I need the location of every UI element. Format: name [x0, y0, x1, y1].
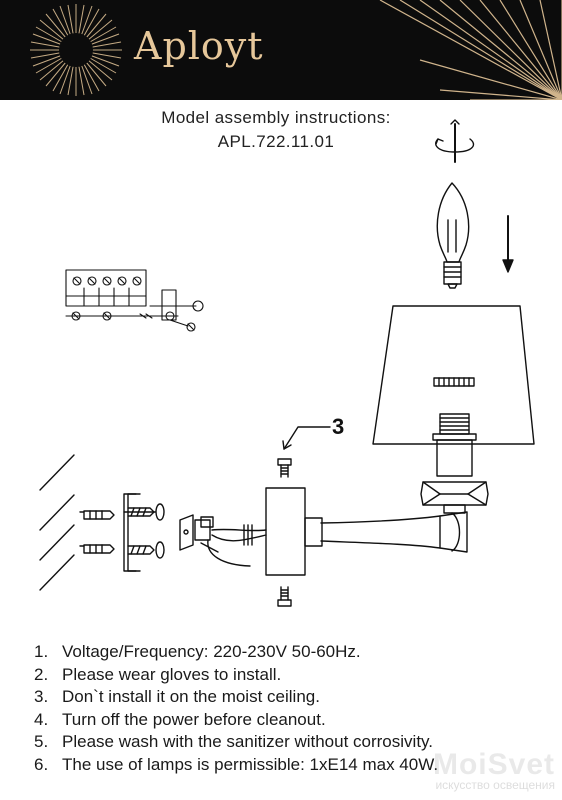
list-item: 5. Please wash with the sanitizer without… [34, 731, 438, 754]
list-item: 2. Please wear gloves to install. [34, 664, 438, 687]
watermark-subtitle: искусство освещения [435, 778, 555, 792]
part-number-label: 3 [332, 414, 344, 439]
item-text: Please wash with the sanitizer without c… [62, 732, 434, 751]
wiring [179, 514, 267, 567]
item-number: 2. [34, 664, 49, 684]
screw-icon [277, 586, 292, 607]
watermark: MoiSvet искусство освещения [355, 748, 555, 792]
screw-icon [277, 458, 292, 478]
model-number: APL.722.11.01 [217, 132, 335, 151]
item-text: Turn off the power before cleanout. [62, 709, 326, 729]
title-line: Model assembly instructions: [161, 108, 391, 127]
wall-hatching [39, 454, 75, 591]
wall-plate [265, 487, 323, 576]
assembly-diagram: 3 [39, 119, 535, 607]
wall-anchor-icon [79, 544, 115, 554]
item-text: The use of lamps is permissible: 1xE14 m… [62, 754, 439, 774]
rotate-icon [435, 119, 475, 163]
brand-logo: Aployt [134, 24, 264, 68]
watermark-brand: MoiSvet [432, 748, 555, 781]
list-item: 3. Don`t install it on the moist ceiling. [34, 686, 438, 709]
item-number: 6. [34, 754, 49, 774]
sun-rays-decoration [30, 0, 562, 100]
screw-icon [127, 541, 165, 559]
lamp-arm [320, 511, 468, 553]
callout-arrow [282, 440, 292, 450]
item-number: 5. [34, 732, 49, 751]
callout-line [283, 426, 331, 450]
lamp-socket [420, 413, 489, 514]
screw-icon [123, 503, 165, 521]
list-item: 6. The use of lamps is permissible: 1xE14… [34, 754, 438, 777]
item-text: Don`t install it on the moist ceiling. [62, 687, 320, 706]
item-text: Please wear gloves to install. [62, 664, 282, 684]
wall-anchor-icon [79, 510, 115, 520]
list-item: 4. Turn off the power before cleanout. [34, 709, 438, 732]
item-number: 4. [34, 709, 49, 729]
down-arrow-icon [502, 215, 514, 273]
list-item: 1. Voltage/Frequency: 220-230V 50-60Hz. [34, 641, 438, 664]
page-title: Model assembly instructions: APL.722.11.… [0, 106, 552, 154]
bulb-icon [436, 182, 470, 289]
item-number: 1. [34, 642, 49, 661]
item-number: 3. [34, 687, 49, 706]
instructions-list: 1. Voltage/Frequency: 220-230V 50-60Hz. 2… [34, 641, 438, 776]
terminal-block-schematic [65, 269, 204, 332]
item-text: Voltage/Frequency: 220-230V 50-60Hz. [62, 642, 361, 661]
mounting-bracket [123, 493, 141, 572]
lamp-shade [372, 305, 535, 445]
brand-header: Aployt [0, 0, 562, 100]
